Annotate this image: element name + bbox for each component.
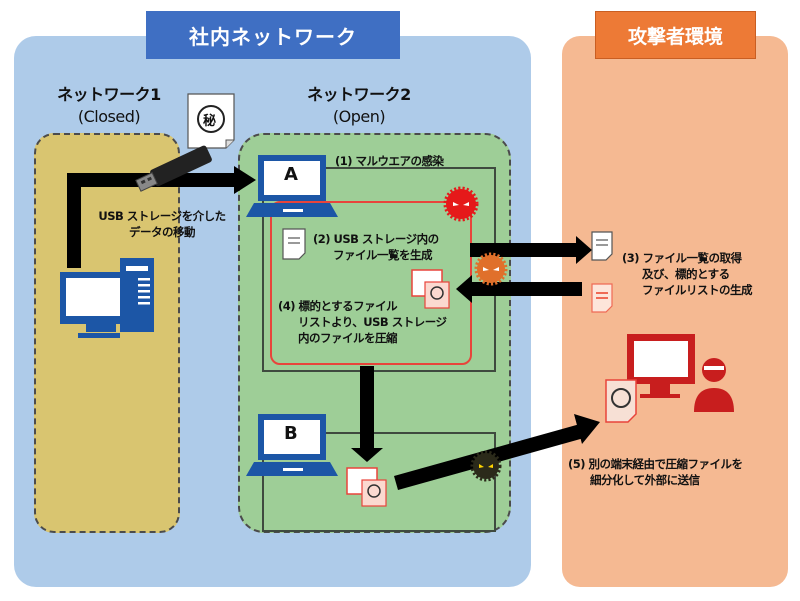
arrow-a-to-b — [351, 366, 383, 462]
step4-line1: (4) 標的とするファイル — [278, 299, 398, 313]
file-list-document-icon — [282, 228, 306, 260]
desktop-pc-icon — [60, 258, 154, 338]
network2-label: ネットワーク2 (Open) — [280, 84, 438, 128]
network1-label: ネットワーク1 (Closed) — [40, 84, 178, 128]
malware-red-icon — [443, 186, 479, 222]
step5-label: (5) 別の端末経由で圧縮ファイルを 細分化して外部に送信 — [568, 456, 743, 488]
usb-transfer-label-line1: USB ストレージを介した — [98, 209, 226, 223]
usb-transfer-arrow — [67, 166, 256, 268]
secret-compressed-file-icon — [605, 379, 637, 423]
arrow-filelist-to-attacker — [470, 236, 592, 264]
terminal-b-label: B — [284, 423, 298, 444]
compressed-folder-icon — [411, 269, 450, 309]
terminal-a-label: A — [284, 164, 298, 185]
network2-name: ネットワーク2 — [307, 85, 411, 104]
attacker-environment-title: 攻撃者環境 — [595, 11, 756, 59]
step3-line3: ファイルリストの生成 — [642, 283, 753, 297]
step4-label: (4) 標的とするファイル リストより、USB ストレージ 内のファイルを圧縮 — [278, 298, 447, 346]
secret-document-icon — [187, 93, 235, 149]
malware-dark-icon — [470, 450, 502, 482]
file-list-received-icon — [591, 231, 613, 261]
arrow-targetlist-from-attacker — [456, 275, 582, 303]
usb-transfer-label-line2: データの移動 — [129, 225, 196, 239]
step5-line1: (5) 別の端末経由で圧縮ファイルを — [568, 457, 743, 471]
network1-name: ネットワーク1 — [57, 85, 161, 104]
malware-orange-icon — [474, 252, 508, 286]
step1-label: (1) マルウエアの感染 — [335, 154, 444, 168]
step2-label: (2) USB ストレージ内の ファイル一覧を生成 — [313, 231, 439, 263]
step2-line1: (2) USB ストレージ内の — [313, 232, 439, 246]
usb-transfer-label: USB ストレージを介した データの移動 — [92, 208, 232, 240]
step3-line1: (3) ファイル一覧の取得 — [622, 251, 742, 265]
step4-line3: 内のファイルを圧縮 — [298, 331, 398, 345]
terminal-b-area — [262, 432, 496, 532]
target-list-document-icon — [591, 283, 613, 313]
step5-line2: 細分化して外部に送信 — [590, 473, 700, 487]
step3-label: (3) ファイル一覧の取得 及び、標的とする ファイルリストの生成 — [622, 250, 753, 298]
hacker-icon — [694, 358, 734, 412]
attacker-pc-icon — [627, 334, 695, 398]
step2-line2: ファイル一覧を生成 — [333, 248, 432, 262]
network1-status: (Closed) — [77, 107, 141, 126]
step4-line2: リストより、USB ストレージ — [298, 315, 447, 329]
compressed-folder-b-icon — [346, 467, 387, 507]
corporate-network-title: 社内ネットワーク — [146, 11, 400, 59]
step3-line2: 及び、標的とする — [642, 267, 730, 281]
laptop-b-icon — [246, 414, 338, 476]
secret-mark-label: 秘 — [203, 114, 216, 129]
usb-stick-icon — [135, 145, 212, 192]
network2-status: (Open) — [332, 107, 386, 126]
laptop-a-icon — [246, 155, 338, 217]
